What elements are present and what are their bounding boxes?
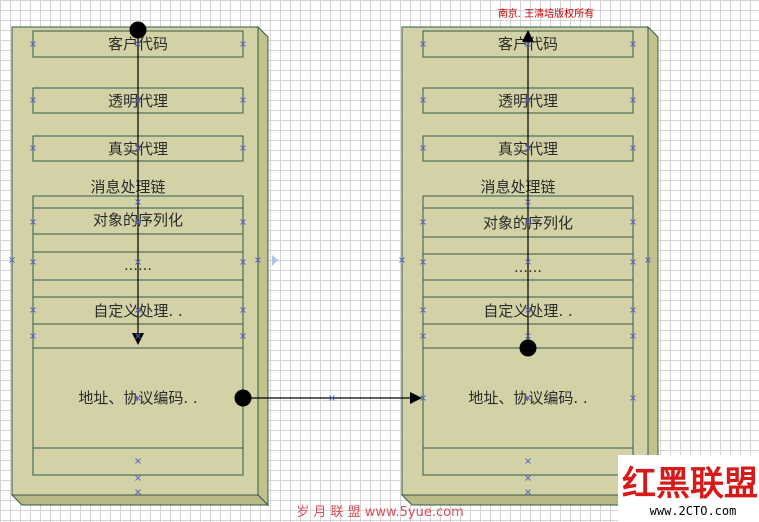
handle-mark <box>240 41 246 47</box>
handle-mark <box>630 219 636 225</box>
handle-mark <box>630 41 636 47</box>
handle-mark <box>525 145 531 151</box>
handle-mark <box>240 145 246 151</box>
left-stack-bottom-face <box>10 494 270 506</box>
right-stack[interactable]: 客户代码 透明代理 真实代理 消息处理链 对象的序列化 …… 自定义处理. . … <box>400 25 660 507</box>
handle-mark <box>135 199 141 205</box>
handle-mark <box>135 219 141 225</box>
handle-mark <box>525 458 531 464</box>
handle-mark <box>525 307 531 313</box>
handle-mark <box>420 219 426 225</box>
handle-mark <box>420 333 426 339</box>
handle-mark <box>30 219 36 225</box>
connection-point-icon <box>272 255 278 266</box>
handle-mark <box>525 475 531 481</box>
handle-mark <box>329 395 335 401</box>
left-chain-title: 消息处理链 <box>90 178 165 196</box>
cross-start-dot <box>234 389 252 407</box>
handle-mark <box>135 259 141 265</box>
handle-mark <box>525 395 531 401</box>
handle-mark <box>135 307 141 313</box>
handle-mark <box>240 307 246 313</box>
handle-mark <box>240 97 246 103</box>
handle-mark <box>525 219 531 225</box>
right-start-dot <box>519 339 537 357</box>
handle-mark <box>240 219 246 225</box>
handle-mark <box>525 41 531 47</box>
handle-mark <box>135 395 141 401</box>
handle-mark <box>525 97 531 103</box>
left-stack-side-face <box>257 25 269 507</box>
handle-mark <box>240 259 246 265</box>
handle-mark <box>630 97 636 103</box>
right-stack-side-face <box>647 25 659 507</box>
handle-mark <box>30 259 36 265</box>
handle-mark <box>135 41 141 47</box>
handle-mark <box>420 145 426 151</box>
handle-mark <box>30 97 36 103</box>
logo-text: 红黑联盟 <box>622 464 758 504</box>
handle-mark <box>630 395 636 401</box>
handle-mark <box>645 257 651 263</box>
watermark-logo: 红黑联盟 www.2CTO.com <box>618 455 759 522</box>
handle-mark <box>630 259 636 265</box>
selection-handles <box>9 41 651 495</box>
handle-mark <box>525 489 531 495</box>
handle-mark <box>525 333 531 339</box>
handle-mark <box>630 145 636 151</box>
handle-mark <box>30 307 36 313</box>
handle-mark <box>420 307 426 313</box>
handle-mark <box>30 333 36 339</box>
handle-mark <box>135 475 141 481</box>
handle-mark <box>630 333 636 339</box>
handle-mark <box>135 97 141 103</box>
handle-mark <box>135 458 141 464</box>
right-chain-title: 消息处理链 <box>480 178 555 196</box>
handle-mark <box>420 259 426 265</box>
handle-mark <box>30 145 36 151</box>
handle-mark <box>240 333 246 339</box>
handle-mark <box>9 257 15 263</box>
handle-mark <box>420 41 426 47</box>
handle-mark <box>255 257 261 263</box>
handle-mark <box>135 489 141 495</box>
handle-mark <box>630 307 636 313</box>
handle-mark <box>30 41 36 47</box>
left-stack[interactable]: 客户代码 透明代理 真实代理 消息处理链 对象的序列化 …… 自定义处理. . … <box>10 25 270 507</box>
copyright-note: 南京. 王清培版权所有 <box>498 7 594 20</box>
watermark-site-text: 岁 月 联 盟 www.5yue.com <box>296 505 463 520</box>
handle-mark <box>399 257 405 263</box>
handle-mark <box>135 145 141 151</box>
handle-mark <box>525 259 531 265</box>
logo-url-text: www.2CTO.com <box>650 504 737 518</box>
left-start-dot <box>129 21 147 39</box>
handle-mark <box>420 395 426 401</box>
handle-mark <box>135 333 141 339</box>
handle-mark <box>525 199 531 205</box>
handle-mark <box>420 97 426 103</box>
